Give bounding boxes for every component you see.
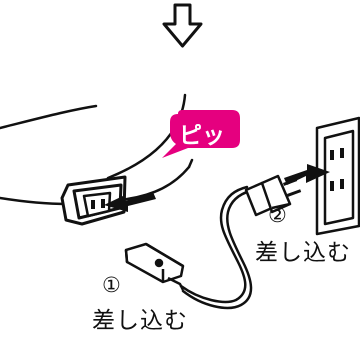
step-1-number: ①: [102, 273, 121, 297]
appliance-connector: [124, 242, 185, 291]
step-1-label: 差し込む: [92, 308, 188, 334]
insert-arrow-1: [104, 192, 156, 212]
step-2-number: ②: [268, 203, 287, 227]
beep-callout-text: ピッ: [179, 123, 225, 149]
step-2-label: 差し込む: [255, 240, 351, 266]
power-cord: [179, 185, 253, 310]
appliance-body: [0, 93, 194, 206]
wall-outlet: [315, 116, 360, 236]
speech-bubble-icon: [162, 110, 240, 158]
down-arrow-icon: [162, 3, 203, 48]
appliance-inlet: [60, 175, 127, 226]
power-plug: [244, 174, 302, 217]
